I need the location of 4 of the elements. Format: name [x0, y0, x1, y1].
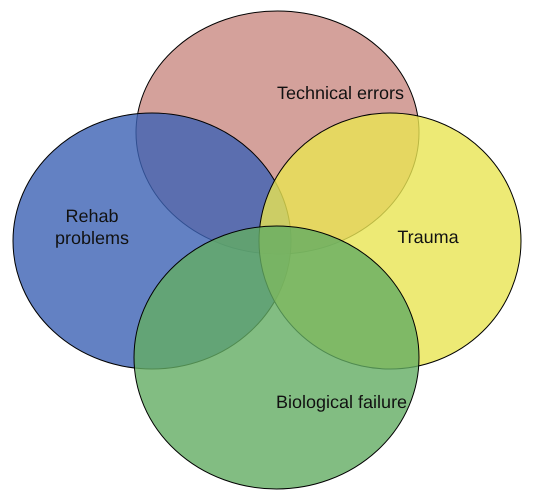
set-label: Rehab problems	[54, 205, 130, 249]
set-label: Biological failure	[276, 391, 408, 413]
set-label: Trauma	[396, 226, 460, 248]
set-label: Technical errors	[277, 82, 404, 104]
